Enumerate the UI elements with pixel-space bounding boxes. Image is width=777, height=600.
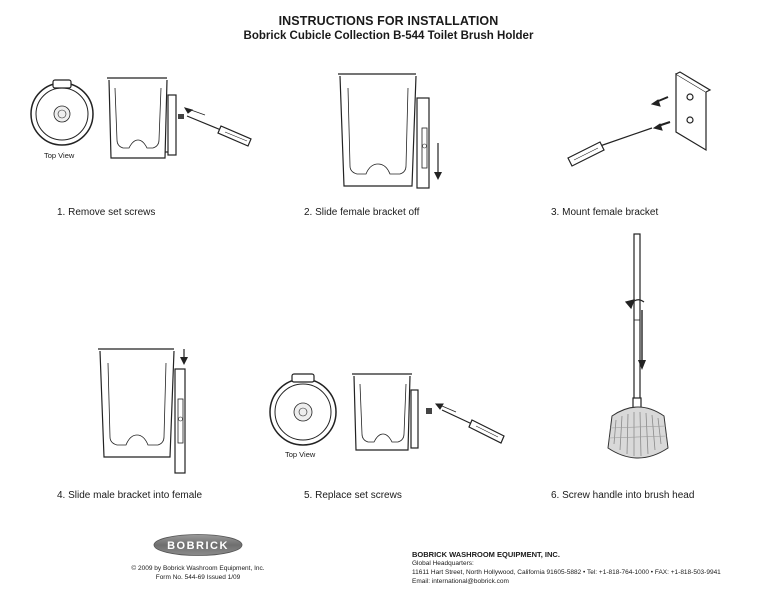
holder-side-view-icon <box>107 77 177 159</box>
step-1-illustration <box>30 77 252 159</box>
bobrick-logo: BOBRICK <box>153 534 243 556</box>
step-6-illustration <box>607 233 669 459</box>
copyright-block: © 2009 by Bobrick Washroom Equipment, In… <box>110 565 286 582</box>
form-number: Form No. 544-69 Issued 1/09 <box>155 573 241 581</box>
step-3-illustration <box>567 71 712 167</box>
top-view-label-5: Top View <box>285 450 316 459</box>
step-1-caption: 1. Remove set screws <box>57 207 156 218</box>
down-arrow-icon <box>180 349 188 365</box>
logo-text: BOBRICK <box>167 540 229 552</box>
screwdriver-icon <box>567 127 653 167</box>
screwdriver-icon <box>426 403 505 444</box>
top-view-holder-icon <box>30 79 94 146</box>
holder-side-view-icon <box>352 373 419 451</box>
step-2-illustration <box>338 73 442 189</box>
step-4-illustration <box>98 348 188 474</box>
company-address-block: BOBRICK WASHROOM EQUIPMENT, INC. Global … <box>412 550 721 586</box>
brush-handle-icon <box>632 233 642 409</box>
wall-screws-icon <box>650 96 671 131</box>
address-line: 11611 Hart Street, North Hollywood, Cali… <box>412 569 721 576</box>
company-name: BOBRICK WASHROOM EQUIPMENT, INC. <box>412 550 560 559</box>
step-3-caption: 3. Mount female bracket <box>551 207 659 218</box>
holder-side-view-icon <box>98 348 186 474</box>
page-title: INSTRUCTIONS FOR INSTALLATION <box>278 14 499 28</box>
hq-label: Global Headquarters: <box>412 560 474 567</box>
email-line: Email: international@bobrick.com <box>412 578 509 585</box>
step-6-caption: 6. Screw handle into brush head <box>551 490 695 501</box>
step-5-caption: 5. Replace set screws <box>304 490 402 501</box>
down-arrow-icon <box>434 143 442 180</box>
brush-head-icon <box>607 406 669 459</box>
down-arrow-icon <box>638 310 646 370</box>
copyright-text: © 2009 by Bobrick Washroom Equipment, In… <box>131 565 265 572</box>
step-2-caption: 2. Slide female bracket off <box>304 207 420 218</box>
top-view-label-1: Top View <box>44 151 75 160</box>
wall-bracket-icon <box>675 71 712 152</box>
step-4-caption: 4. Slide male bracket into female <box>57 490 203 501</box>
top-view-holder-icon <box>269 373 337 446</box>
screwdriver-icon <box>178 107 252 147</box>
step-5-illustration <box>269 373 505 451</box>
page-subtitle: Bobrick Cubicle Collection B-544 Toilet … <box>243 30 534 42</box>
rotate-arrow-icon <box>624 299 645 310</box>
holder-side-view-icon <box>338 73 430 189</box>
